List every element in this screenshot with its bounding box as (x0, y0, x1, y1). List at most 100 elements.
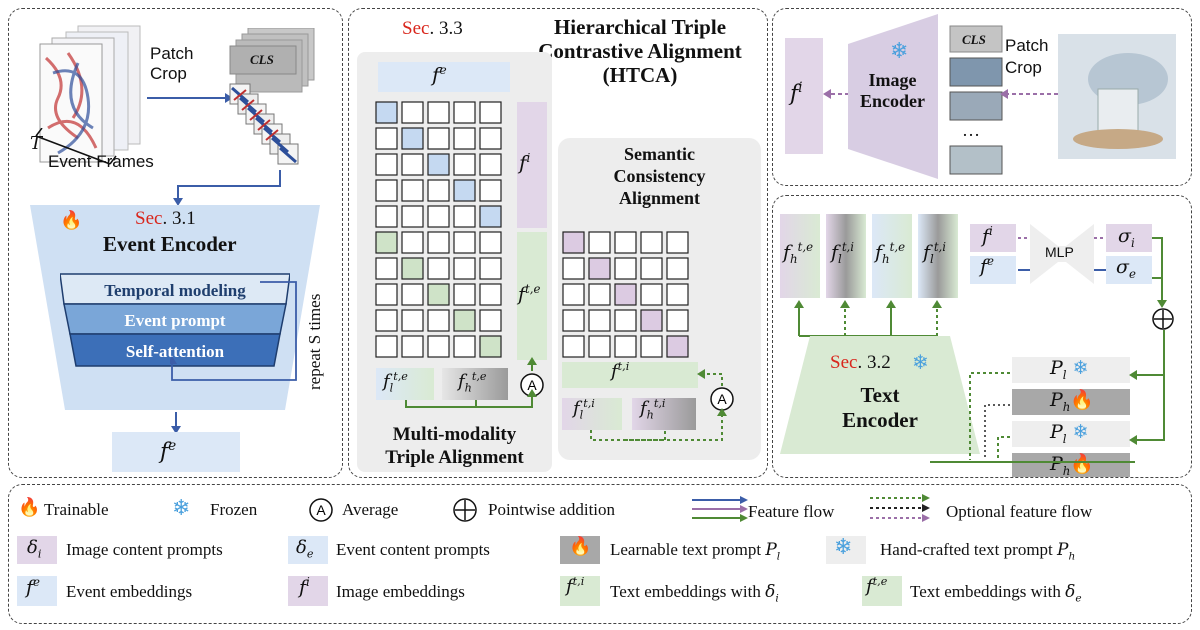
legend-event-content-prompts: Event content prompts (336, 540, 490, 559)
encoder-to-fe-arrow (171, 412, 181, 434)
grid-cell (666, 257, 689, 280)
text-fli-bar-1 (826, 214, 866, 298)
mta-title: Multi-modality Triple Alignment (385, 424, 524, 468)
image-fi-label: fi (790, 80, 803, 107)
image-fi-bar (785, 38, 823, 154)
sigma-merge-arrow (1152, 237, 1167, 308)
legend-panel (8, 484, 1192, 624)
svg-text:A: A (316, 502, 326, 518)
text-fhe-label-2: fht,e (875, 240, 906, 267)
grid-cell (640, 283, 663, 306)
mta-fhe-label: fht,e (458, 370, 487, 395)
mlp-fe-box (970, 256, 1016, 284)
sigma-e-label: σe (1116, 256, 1136, 281)
grid-cell (640, 335, 663, 358)
grid-cell (479, 231, 502, 254)
grid-cell (453, 153, 476, 176)
htca-title: Hierarchical Triple Contrastive Alignmen… (538, 15, 742, 87)
legend-average: Average (342, 500, 399, 519)
text-fli-label-1: flt,i (831, 240, 855, 267)
grid-cell (479, 283, 502, 306)
grid-cell (614, 309, 637, 332)
legend-add-icon (453, 498, 477, 522)
image-ellipsis: … (962, 120, 980, 140)
legend-pointwise: Pointwise addition (488, 500, 616, 519)
grid-cell (640, 257, 663, 280)
grid-cell (427, 101, 450, 124)
image-patch-crop-label: Patch Crop (1005, 36, 1049, 77)
event-sec-label: Sec. 3.1 (135, 208, 196, 229)
grid-cell (375, 283, 398, 306)
grid-cell (562, 309, 585, 332)
htca-panel (348, 8, 768, 478)
event-encoder-panel (8, 8, 343, 478)
grid-cell (666, 283, 689, 306)
grid-cell (614, 335, 637, 358)
legend-fti-box (560, 576, 600, 606)
grid-cell (401, 205, 424, 228)
image-encoder-block (848, 14, 938, 179)
legend-delta-i-box (17, 536, 57, 564)
image-encoder-panel (772, 8, 1192, 186)
prompt-pl-1 (1012, 357, 1130, 383)
text-fli-label-2: flt,i (923, 240, 947, 267)
sca-average-arrows (590, 369, 727, 441)
grid-cell (666, 309, 689, 332)
sca-fhi-box (632, 398, 696, 430)
grid-cell (562, 335, 585, 358)
layer-event-prompt: Event prompt (124, 311, 226, 330)
mta-fe-label: fe (432, 62, 447, 87)
image-encoder-to-fi-arrow (823, 89, 849, 99)
grid-cell (401, 127, 424, 150)
grid-cell (479, 335, 502, 358)
image-cls-label: CLS (962, 32, 986, 47)
sca-grid (562, 231, 689, 358)
grid-cell (453, 257, 476, 280)
grid-cell (375, 257, 398, 280)
mta-fle-label: flt,e (383, 370, 408, 395)
grid-cell (401, 153, 424, 176)
image-patches (949, 25, 1003, 175)
mta-fte-label: ft,e (518, 282, 541, 306)
legend-image-embeddings: Image embeddings (336, 582, 465, 601)
grid-cell (375, 309, 398, 332)
sca-fti-bar (562, 362, 698, 388)
legend-handcrafted-text-prompt: Hand-crafted text prompt Ph (880, 540, 1076, 563)
sigma-i-label: σi (1118, 225, 1135, 250)
prompt-pl-1-label: Pl ❄ (1050, 357, 1089, 382)
grid-cell (562, 257, 585, 280)
mlp-fi-label: fi (982, 224, 993, 248)
mlp-block (1018, 224, 1106, 284)
legend-delta-e-box (288, 536, 328, 564)
htca-sec-label: Sec. 3.3 (402, 18, 463, 39)
grid-cell (666, 231, 689, 254)
legend-learnable-fire-icon: 🔥 (569, 536, 592, 556)
legend-trainable: Trainable (44, 500, 109, 519)
grid-cell (427, 283, 450, 306)
grid-cell (588, 283, 611, 306)
grid-cell (453, 101, 476, 124)
event-frames-label: Event Frames (48, 152, 154, 171)
legend-fte-sym: ft,e (866, 575, 888, 597)
legend-optional-flow-arrows (870, 494, 930, 522)
grid-cell (640, 309, 663, 332)
grid-cell (401, 101, 424, 124)
event-cls-label: CLS (250, 52, 274, 67)
legend-average-icon: A (309, 498, 333, 522)
sca-fhi-label: fht,i (640, 397, 666, 422)
event-encoder-title: Event Encoder (103, 232, 237, 256)
grid-cell (453, 309, 476, 332)
legend-handcrafted-frozen-icon: ❄ (834, 534, 853, 559)
grid-cell (401, 283, 424, 306)
prompt-ph-1 (1012, 389, 1130, 415)
image-frozen-icon: ❄ (890, 38, 909, 63)
fe-output-label: fe (160, 438, 177, 465)
grid-cell (375, 335, 398, 358)
grid-cell (479, 101, 502, 124)
encoder-layers (60, 273, 290, 367)
mta-fhe-box (442, 368, 508, 400)
legend-handcrafted-box (826, 536, 866, 564)
legend-delta-e-sym: δe (296, 537, 314, 561)
grid-cell (375, 179, 398, 202)
mlp-label: MLP (1045, 244, 1074, 260)
